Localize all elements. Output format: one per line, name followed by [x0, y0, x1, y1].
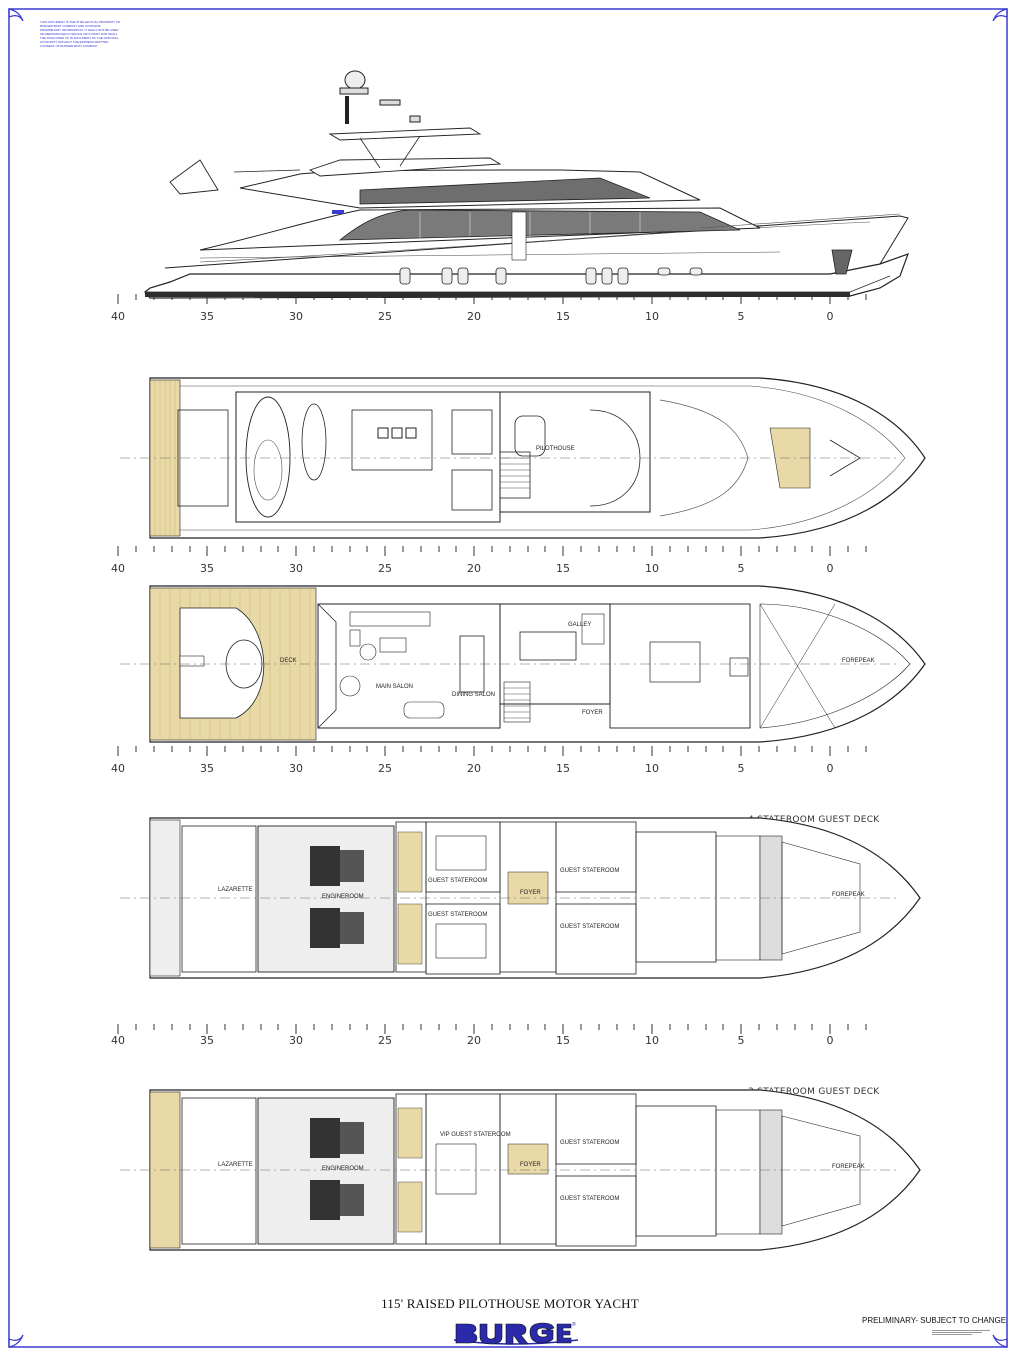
scale-label: 30: [289, 562, 303, 575]
scale-label: 15: [556, 310, 570, 323]
plan-label-forepeak: FOREPEAK: [832, 892, 865, 898]
scale-label: 25: [378, 762, 392, 775]
svg-text:®: ®: [572, 1321, 576, 1328]
plan-label-vip-stateroom: VIP GUEST STATEROOM: [440, 1132, 511, 1138]
scale-ticks: [117, 294, 867, 304]
drawing-title: 115' RAISED PILOTHOUSE MOTOR YACHT: [381, 1296, 639, 1311]
guest-deck-3-plan: LAZARETTE ENGINEROOM VIP GUEST STATEROOM…: [120, 1089, 921, 1251]
scale-bar: 40 35 30 25 20 15 10 5 0: [0, 1024, 1020, 1047]
scale-label: 10: [645, 562, 659, 575]
scale-label: 0: [826, 762, 834, 775]
scale-label: 40: [111, 310, 125, 323]
scale-label: 15: [556, 1034, 570, 1047]
scale-label: 5: [737, 762, 745, 775]
plan-label-foyer: FOYER: [520, 1162, 541, 1168]
scale-label: 10: [645, 1034, 659, 1047]
deck-title-3-stateroom: 3 STATEROOM GUEST DECK: [748, 1087, 880, 1097]
scale-label: 35: [200, 310, 214, 323]
plan-label-dining-salon: DINING SALON: [452, 692, 495, 698]
scale-label: 25: [378, 310, 392, 323]
scale-bar: 40 35 30 25 20 15 10 5 0: [0, 294, 1020, 323]
scale-label: 30: [289, 762, 303, 775]
flybridge-plan: PILOTHOUSE: [120, 377, 926, 539]
scale-label: 15: [556, 762, 570, 775]
scale-label: 0: [826, 310, 834, 323]
plan-label-pilothouse: PILOTHOUSE: [536, 446, 575, 452]
plan-label-guest-stateroom: GUEST STATEROOM: [560, 1140, 619, 1146]
scale-label: 35: [200, 562, 214, 575]
scale-label: 35: [200, 1034, 214, 1047]
scale-label: 20: [467, 1034, 481, 1047]
scale-label: 5: [737, 562, 745, 575]
plan-label-galley: GALLEY: [568, 622, 591, 628]
plan-label-lazarette: LAZARETTE: [218, 887, 253, 893]
scale-label: 30: [289, 1034, 303, 1047]
scale-label: 0: [826, 1034, 834, 1047]
scale-label: 20: [467, 762, 481, 775]
scale-label: 25: [378, 1034, 392, 1047]
plan-label-lazarette: LAZARETTE: [218, 1162, 253, 1168]
scale-label: 25: [378, 562, 392, 575]
plan-label-foyer: FOYER: [582, 710, 603, 716]
scale-bar: 40 35 30 25 20 15 10 5 0: [0, 546, 1020, 575]
plan-label-forepeak: FOREPEAK: [832, 1164, 865, 1170]
scale-label: 10: [645, 762, 659, 775]
scale-ticks: [117, 746, 867, 756]
scale-label: 40: [111, 762, 125, 775]
scale-label: 20: [467, 310, 481, 323]
scale-ticks: [117, 546, 867, 556]
plan-label-guest-stateroom: GUEST STATEROOM: [428, 878, 487, 884]
drawing-border: [8, 8, 1008, 1348]
plan-label-engineroom: ENGINEROOM: [322, 1166, 364, 1172]
scale-label: 5: [737, 1034, 745, 1047]
plan-label-guest-stateroom: GUEST STATEROOM: [560, 1196, 619, 1202]
scale-label: 35: [200, 762, 214, 775]
main-deck-plan: GALLEY MAIN SALON DINING SALON FOYER FOR…: [120, 585, 926, 743]
scale-label: 30: [289, 310, 303, 323]
plan-label-guest-stateroom: GUEST STATEROOM: [428, 912, 487, 918]
plan-label-deck: DECK: [280, 658, 297, 664]
plan-label-forepeak: FOREPEAK: [842, 658, 875, 664]
plan-label-foyer: FOYER: [520, 890, 541, 896]
scale-label: 15: [556, 562, 570, 575]
plan-label-guest-stateroom: GUEST STATEROOM: [560, 924, 619, 930]
preliminary-note: PRELIMINARY- SUBJECT TO CHANGE: [862, 1316, 1007, 1325]
title-block-note: [932, 1330, 990, 1335]
scale-label: 10: [645, 310, 659, 323]
scale-label: 40: [111, 1034, 125, 1047]
plan-label-engineroom: ENGINEROOM: [322, 894, 364, 900]
scale-bar: 40 35 30 25 20 15 10 5 0: [0, 746, 1020, 775]
plan-label-main-salon: MAIN SALON: [376, 684, 413, 690]
burger-logo: ®: [452, 1321, 580, 1345]
scale-label: 5: [737, 310, 745, 323]
profile-view: [144, 70, 909, 299]
disclaimer-note: THIS DOCUMENT IS THE INTELLECTUAL PROPER…: [40, 20, 121, 48]
scale-label: 40: [111, 562, 125, 575]
scale-ticks: [117, 1024, 867, 1034]
scale-label: 0: [826, 562, 834, 575]
plan-label-guest-stateroom: GUEST STATEROOM: [560, 868, 619, 874]
deck-title-4-stateroom: 4 STATEROOM GUEST DECK: [748, 815, 880, 825]
scale-label: 20: [467, 562, 481, 575]
guest-deck-4-plan: LAZARETTE ENGINEROOM GUEST STATEROOM GUE…: [120, 817, 921, 979]
